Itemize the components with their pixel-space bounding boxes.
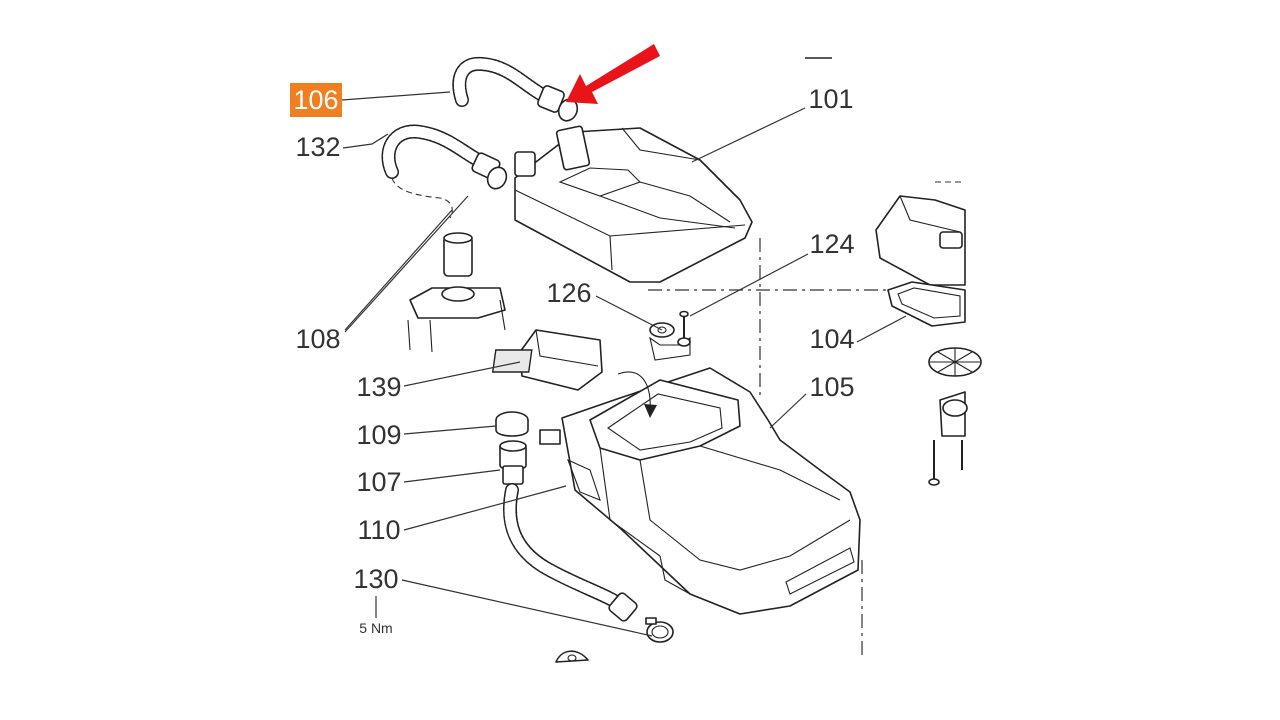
leader-139	[403, 361, 521, 387]
connector-107	[499, 440, 527, 485]
callout-124: 124	[809, 229, 854, 259]
callout-104: 104	[809, 324, 854, 354]
strainer-139	[491, 329, 603, 391]
leader-108-b	[344, 195, 469, 333]
callout-107: 107	[356, 467, 401, 497]
bottom-partial-part	[555, 650, 589, 663]
plug-109	[495, 411, 529, 437]
leader-106	[341, 91, 451, 101]
leader-109	[403, 425, 497, 435]
callout-108: 108	[295, 324, 340, 354]
cover-101	[514, 125, 753, 283]
leader-126	[595, 295, 663, 331]
leader-105	[769, 393, 807, 429]
leader-lines	[341, 91, 907, 637]
callout-126: 126	[546, 278, 591, 308]
callout-110: 110	[357, 515, 400, 545]
leader-101	[691, 107, 806, 163]
drain-hose-110	[502, 483, 638, 622]
callout-106-highlight	[290, 83, 342, 117]
curved-arrow-head	[644, 404, 657, 418]
leader-104	[856, 315, 907, 343]
dashed-hose-link	[391, 177, 453, 219]
hose-132	[381, 124, 508, 190]
screw-124	[677, 310, 691, 347]
callout-101: 101	[808, 84, 853, 114]
callout-105: 105	[809, 372, 854, 402]
curved-arrow	[617, 371, 651, 413]
leader-132	[342, 133, 389, 149]
leader-107	[403, 469, 501, 483]
callout-132: 132	[295, 132, 340, 162]
leader-108-a	[344, 209, 453, 331]
leader-124	[689, 253, 809, 317]
callout-139: 139	[356, 372, 401, 402]
callout-109: 109	[356, 420, 401, 450]
leader-130	[401, 579, 653, 637]
fitting-108	[407, 232, 506, 353]
callout-106: 106	[293, 85, 338, 115]
leader-110	[403, 485, 567, 531]
callout-130: 130	[353, 564, 398, 594]
seal-104-assembly	[875, 195, 982, 486]
red-pointer-arrow	[566, 44, 660, 104]
tank-105	[539, 336, 861, 615]
hose-clamp-130	[645, 617, 674, 643]
hose-106	[452, 56, 579, 122]
torque-note: 5 Nm	[359, 620, 392, 636]
